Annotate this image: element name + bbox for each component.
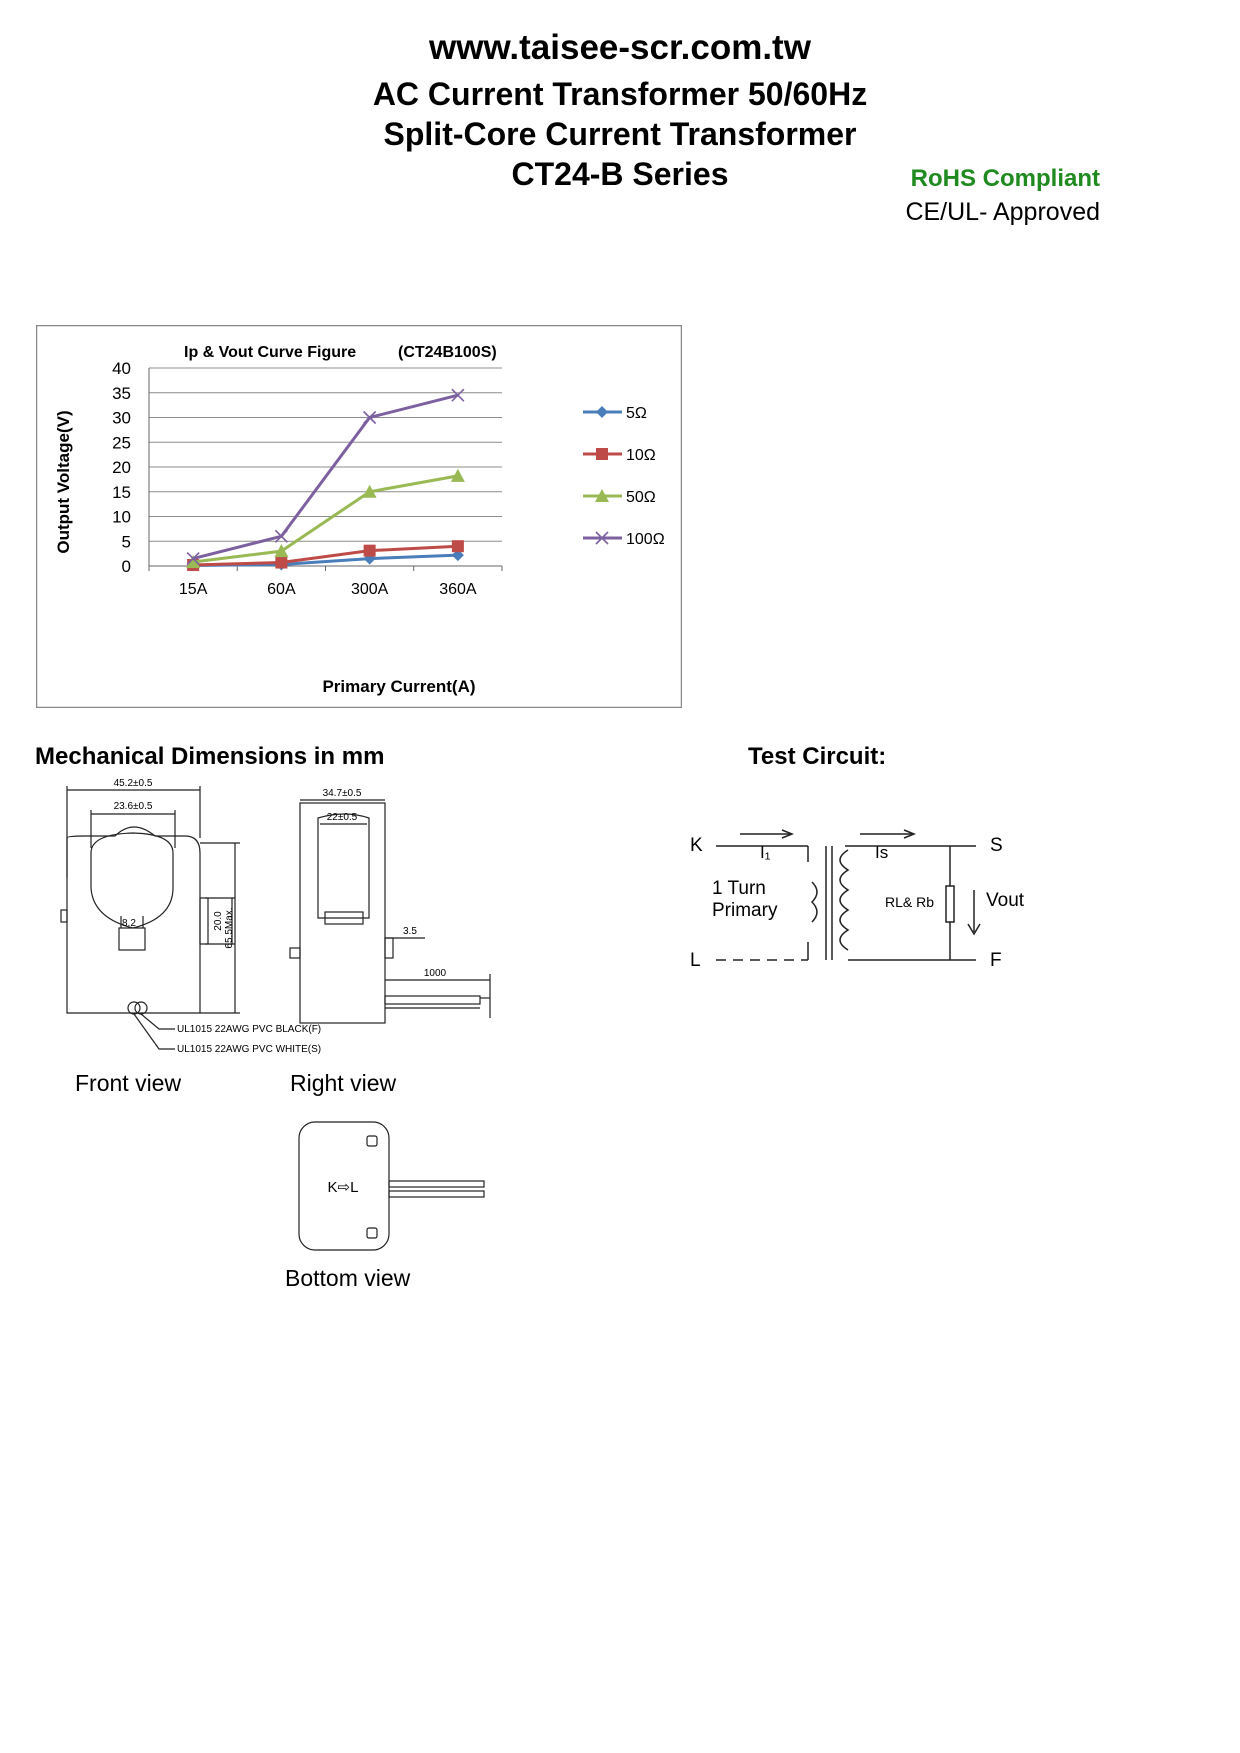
terminal-f: F (990, 950, 1002, 971)
terminal-l: L (690, 950, 701, 971)
series-marker (274, 529, 288, 543)
bottom-view-drawing: K⇨L (298, 1121, 485, 1251)
series-marker (595, 489, 609, 502)
wire-label-white: UL1015 22AWG PVC WHITE(S) (177, 1044, 321, 1055)
chart-subtitle: (CT24B100S) (398, 344, 497, 361)
bottom-mark: K⇨L (328, 1179, 359, 1196)
terminal-s: S (990, 835, 1003, 856)
front-view-drawing: 45.2±0.5 23.6±0.5 8.2 20.0 65.5Max. UL10… (60, 778, 321, 1055)
series-title: CT24-B Series (511, 156, 729, 192)
dim-right-outer-width: 34.7±0.5 (323, 788, 362, 799)
website-url: www.taisee-scr.com.tw (429, 28, 811, 67)
test-circuit-title: Test Circuit: (748, 743, 887, 770)
primary-label-1: 1 Turn (712, 878, 766, 899)
series-marker (362, 484, 377, 498)
current-i1: I₁ (760, 843, 771, 862)
title-line-2: Split-Core Current Transformer (383, 116, 857, 152)
approval-text: CE/UL- Approved (905, 198, 1100, 226)
legend-entry: 10Ω (626, 447, 656, 464)
chart-title: Ip & Vout Curve Figure (184, 344, 356, 361)
y-tick-label: 5 (122, 532, 131, 551)
terminal-k: K (690, 835, 703, 856)
series-line (192, 393, 459, 561)
right-view-caption: Right view (290, 1070, 397, 1096)
y-tick-label: 0 (122, 557, 131, 576)
right-view-drawing: 34.7±0.5 22±0.5 3.5 1000 (289, 788, 491, 1024)
series-marker (186, 555, 201, 569)
mechanical-title: Mechanical Dimensions in mm (35, 743, 385, 770)
series-marker (451, 540, 464, 553)
load-label: RL& Rb (885, 894, 934, 910)
wire-label-black: UL1015 22AWG PVC BLACK(F) (177, 1024, 321, 1035)
y-tick-label: 30 (112, 409, 131, 428)
x-tick-label: 360A (439, 581, 477, 598)
dim-slot-width: 8.2 (122, 918, 136, 929)
y-tick-label: 15 (112, 483, 131, 502)
bottom-view-caption: Bottom view (285, 1265, 411, 1291)
series-marker (451, 388, 465, 402)
x-tick-label: 60A (267, 581, 296, 598)
y-tick-label: 25 (112, 433, 131, 452)
series-marker (596, 448, 608, 460)
y-tick-label: 20 (112, 458, 131, 477)
y-tick-label: 35 (112, 384, 131, 403)
series-marker (596, 406, 608, 418)
ip-vout-chart: Ip & Vout Curve Figure (CT24B100S) 0 5 10 1… (36, 325, 682, 708)
test-circuit-diagram: K L S F I₁ Is 1 Turn Primary RL& Rb Vout (690, 829, 1025, 971)
legend-entry: 100Ω (626, 531, 665, 548)
title-line-1: AC Current Transformer 50/60Hz (372, 76, 868, 112)
legend-entry: 5Ω (626, 405, 647, 422)
series-line (193, 544, 458, 567)
x-tick-label: 300A (351, 581, 389, 598)
rohs-badge: RoHS Compliant (910, 165, 1100, 192)
current-is: Is (875, 843, 888, 862)
dim-outer-width: 45.2±0.5 (114, 778, 153, 789)
y-tick-label: 40 (112, 359, 131, 378)
series-marker (274, 544, 289, 558)
dim-side-height: 20.0 (213, 911, 224, 931)
x-tick-label: 15A (179, 581, 208, 598)
dim-right-inner-width: 22±0.5 (327, 812, 358, 823)
vout-label: Vout (986, 890, 1025, 911)
dim-lead-length: 1000 (424, 968, 447, 979)
dim-tab: 3.5 (403, 926, 417, 937)
series-marker (363, 544, 376, 557)
series-line (192, 474, 459, 564)
y-axis-label: Output Voltage(V) (54, 410, 73, 553)
series-marker (275, 556, 288, 569)
y-tick-label: 10 (112, 508, 131, 527)
series-marker (363, 410, 377, 425)
front-view-caption: Front view (75, 1070, 182, 1096)
series-marker (186, 552, 200, 566)
x-axis-label: Primary Current(A) (322, 677, 475, 696)
series-marker (450, 468, 465, 482)
series-marker (595, 531, 609, 545)
series-marker (451, 549, 464, 562)
primary-label-2: Primary (712, 900, 778, 921)
dim-inner-width: 23.6±0.5 (114, 801, 153, 812)
legend-entry: 50Ω (626, 489, 656, 506)
dim-max-height: 65.5Max. (224, 907, 235, 948)
